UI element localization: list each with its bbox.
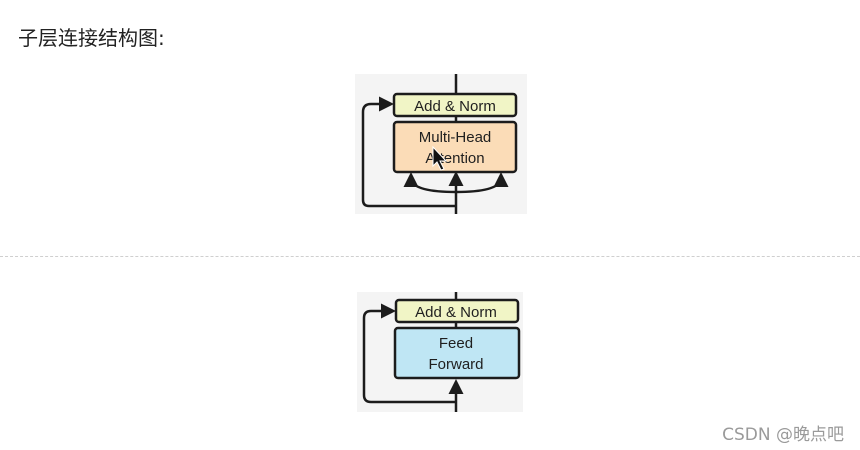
residual-connection-arrow (362, 303, 456, 404)
add-norm-box (392, 92, 518, 118)
attention-sublayer-diagram: Add & Norm Multi-Head Attention (355, 74, 527, 214)
feed-forward-sublayer-diagram: Add & Norm Feed Forward (357, 292, 523, 412)
attention-label-line1: Multi-Head (419, 129, 492, 146)
section-heading: 子层连接结构图: (18, 26, 165, 50)
ffn-label-line1: Feed (439, 335, 473, 352)
ffn-diagram-svg: Add & Norm Feed Forward (357, 292, 523, 412)
add-norm-label: Add & Norm (415, 304, 497, 321)
csdn-watermark: CSDN @晚点吧 (722, 425, 844, 445)
mouse-cursor-icon (432, 145, 448, 171)
attention-diagram-svg: Add & Norm Multi-Head Attention (355, 74, 527, 214)
multi-head-attention-box (392, 120, 518, 174)
ffn-label-line2: Forward (428, 356, 483, 373)
residual-connection-arrow (361, 96, 456, 208)
section-divider (0, 256, 860, 257)
value-arrow (455, 172, 509, 194)
feed-forward-box (393, 326, 521, 380)
query-arrow (403, 172, 457, 194)
add-norm-label: Add & Norm (414, 98, 496, 115)
add-norm-box (394, 298, 520, 324)
